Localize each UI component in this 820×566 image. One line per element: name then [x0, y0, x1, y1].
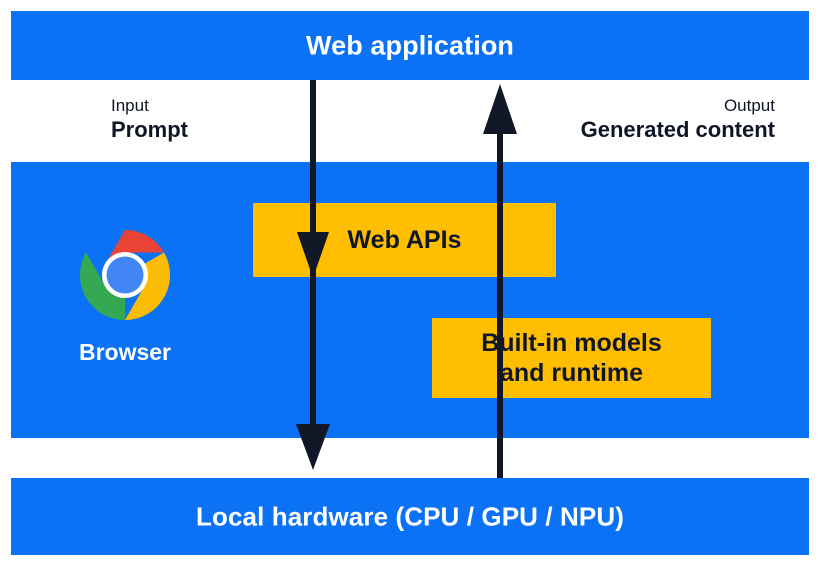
chrome-logo-icon [80, 230, 170, 320]
output-flow-caption: Output Generated content [581, 96, 775, 144]
input-value: Prompt [111, 116, 188, 142]
builtin-models-box: Built-in models and runtime [432, 318, 711, 398]
output-value: Generated content [580, 116, 775, 142]
browser-label: Browser [78, 339, 172, 365]
builtin-models-line-1: Built-in models [481, 328, 662, 357]
input-arrow-down-icon [296, 80, 330, 470]
input-kicker: Input [111, 96, 149, 115]
band-local-hardware: Local hardware (CPU / GPU / NPU) [11, 478, 809, 555]
web-application-label: Web application [305, 30, 515, 60]
output-arrow-up-icon [483, 84, 517, 478]
input-flow-caption: Input Prompt [111, 96, 188, 144]
builtin-models-line-2: and runtime [499, 359, 644, 387]
band-web-application: Web application [11, 11, 809, 80]
web-apis-label: Web APIs [347, 225, 462, 254]
browser-badge: Browser [62, 225, 188, 366]
local-hardware-label: Local hardware (CPU / GPU / NPU) [196, 501, 624, 531]
output-kicker: Output [723, 96, 775, 115]
